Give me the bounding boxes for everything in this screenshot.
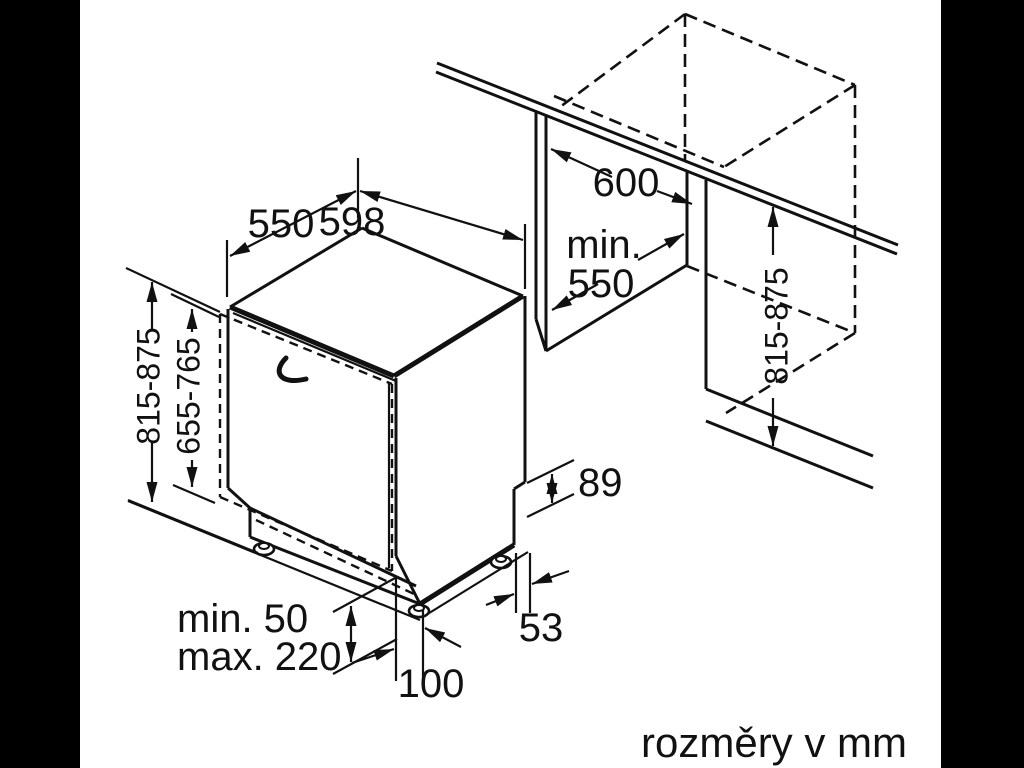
niche-left-wall [534, 112, 689, 353]
dishwasher-body [218, 226, 527, 619]
worktop-lines [435, 61, 899, 256]
recess-depth-label: 53 [519, 606, 564, 650]
dim-niche-width: 600 [550, 148, 693, 206]
dishwasher-right-face [394, 296, 527, 607]
dim-appliance-height: 815-875 [125, 267, 259, 555]
appliance-height-label: 815-875 [130, 327, 166, 444]
niche-depth-value: 550 [568, 262, 635, 306]
dim-niche-height: 815-875 [758, 207, 794, 446]
foot-offset-label: 100 [398, 662, 465, 706]
right-letterbox-bar [941, 0, 1024, 768]
front-right-foot [407, 603, 431, 619]
left-letterbox-bar [0, 0, 80, 768]
top-depth-label: 550 [248, 202, 315, 246]
door-handle [276, 355, 309, 383]
plinth-max-label: max. 220 [177, 635, 342, 679]
units-note: rozměry v mm [641, 719, 907, 766]
dim-niche-depth: min. 550 [551, 223, 685, 311]
niche-height-label: 815-875 [758, 267, 794, 384]
plinth-min-label: min. 50 [177, 597, 308, 641]
top-width-label: 598 [319, 200, 386, 244]
dishwasher-front-face [218, 309, 397, 573]
dim-foot-offset: 100 [351, 577, 465, 706]
niche-depth-word: min. [566, 223, 642, 267]
recess-height-label: 89 [578, 461, 623, 505]
dishwasher-base-strip [248, 506, 421, 606]
dim-plinth-clearance: min. 50 max. 220 [177, 576, 398, 679]
dim-recess-depth: 53 [485, 553, 570, 650]
niche-dashed-outline [553, 12, 857, 415]
door-panel-height-label: 655-765 [170, 337, 206, 454]
dim-door-panel-height: 655-765 [170, 293, 220, 505]
rear-right-foot [489, 554, 513, 570]
niche-right-panel [704, 180, 874, 490]
dim-top-width: 598 [319, 189, 527, 289]
niche-width-label: 600 [593, 161, 660, 205]
dim-top-depth: 550 [225, 158, 360, 297]
dim-recess-height: 89 [526, 459, 623, 518]
front-left-foot [252, 541, 276, 557]
dishwasher-top-face [229, 226, 525, 379]
